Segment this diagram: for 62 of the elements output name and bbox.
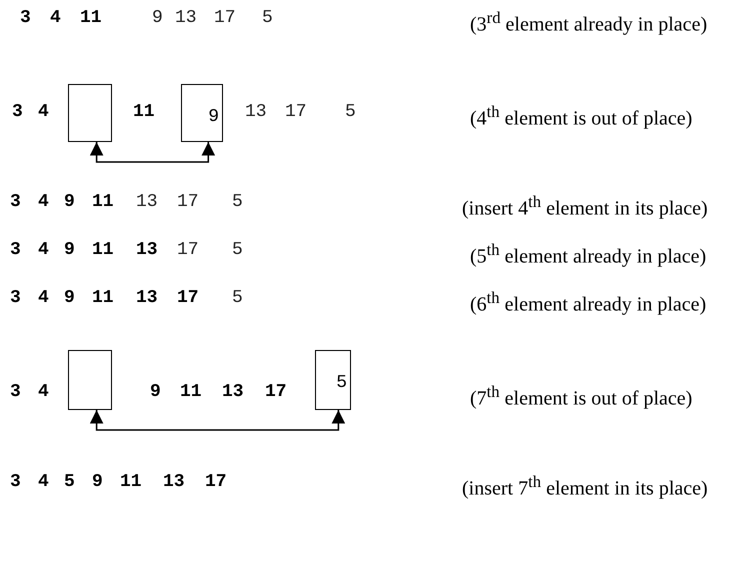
array-value: 3 — [20, 8, 31, 28]
array-value: 3 — [10, 382, 21, 402]
array-value: 4 — [38, 192, 49, 212]
array-value: 17 — [265, 382, 287, 402]
array-value: 13 — [222, 382, 244, 402]
array-value: 3 — [10, 240, 21, 260]
array-value: 17 — [177, 240, 199, 260]
array-value: 5 — [232, 192, 243, 212]
array-value: 9 — [64, 192, 75, 212]
array-value: 11 — [180, 382, 202, 402]
slot-box — [181, 84, 223, 142]
array-value: 4 — [38, 102, 49, 122]
step-note: (6$^{th}$ element already in place) — [470, 287, 706, 316]
array-value: 3 — [10, 472, 21, 492]
move-arrow — [90, 410, 346, 431]
array-value: 11 — [80, 8, 102, 28]
array-value: 9 — [208, 107, 219, 127]
array-value: 9 — [152, 8, 163, 28]
array-value: 3 — [10, 288, 21, 308]
array-value: 13 — [245, 102, 267, 122]
array-value: 17 — [177, 192, 199, 212]
array-value: 4 — [38, 240, 49, 260]
step-note: (5$^{th}$ element already in place) — [470, 239, 706, 268]
step-note: (insert 7$^{th}$ element in its place) — [462, 471, 708, 500]
array-value: 5 — [345, 102, 356, 122]
slot-box — [68, 350, 112, 410]
array-value: 17 — [214, 8, 236, 28]
array-value: 5 — [336, 373, 347, 393]
array-value: 4 — [38, 382, 49, 402]
slot-box — [68, 84, 112, 142]
array-value: 17 — [205, 472, 227, 492]
array-value: 9 — [64, 288, 75, 308]
step-note: (4$^{th}$ element is out of place) — [470, 101, 692, 130]
array-value: 11 — [92, 240, 114, 260]
array-value: 5 — [262, 8, 273, 28]
array-value: 3 — [10, 192, 21, 212]
array-value: 5 — [232, 240, 243, 260]
array-value: 13 — [136, 240, 158, 260]
array-value: 11 — [133, 102, 155, 122]
array-value: 5 — [64, 472, 75, 492]
array-value: 13 — [136, 192, 158, 212]
array-value: 9 — [64, 240, 75, 260]
array-value: 11 — [92, 288, 114, 308]
array-value: 4 — [50, 8, 61, 28]
array-value: 13 — [163, 472, 185, 492]
array-value: 17 — [177, 288, 199, 308]
array-value: 13 — [175, 8, 197, 28]
move-arrow — [90, 142, 216, 163]
slot-box — [315, 350, 351, 410]
array-value: 5 — [232, 288, 243, 308]
array-value: 13 — [136, 288, 158, 308]
step-note: (3$^{rd}$ element already in place) — [470, 7, 708, 36]
array-value: 9 — [150, 382, 161, 402]
array-value: 4 — [38, 288, 49, 308]
array-value: 17 — [285, 102, 307, 122]
array-value: 9 — [92, 472, 103, 492]
step-note: (7$^{th}$ element is out of place) — [470, 381, 692, 410]
array-value: 11 — [120, 472, 142, 492]
array-value: 3 — [12, 102, 23, 122]
array-value: 11 — [92, 192, 114, 212]
array-value: 4 — [38, 472, 49, 492]
step-note: (insert 4$^{th}$ element in its place) — [462, 191, 708, 220]
